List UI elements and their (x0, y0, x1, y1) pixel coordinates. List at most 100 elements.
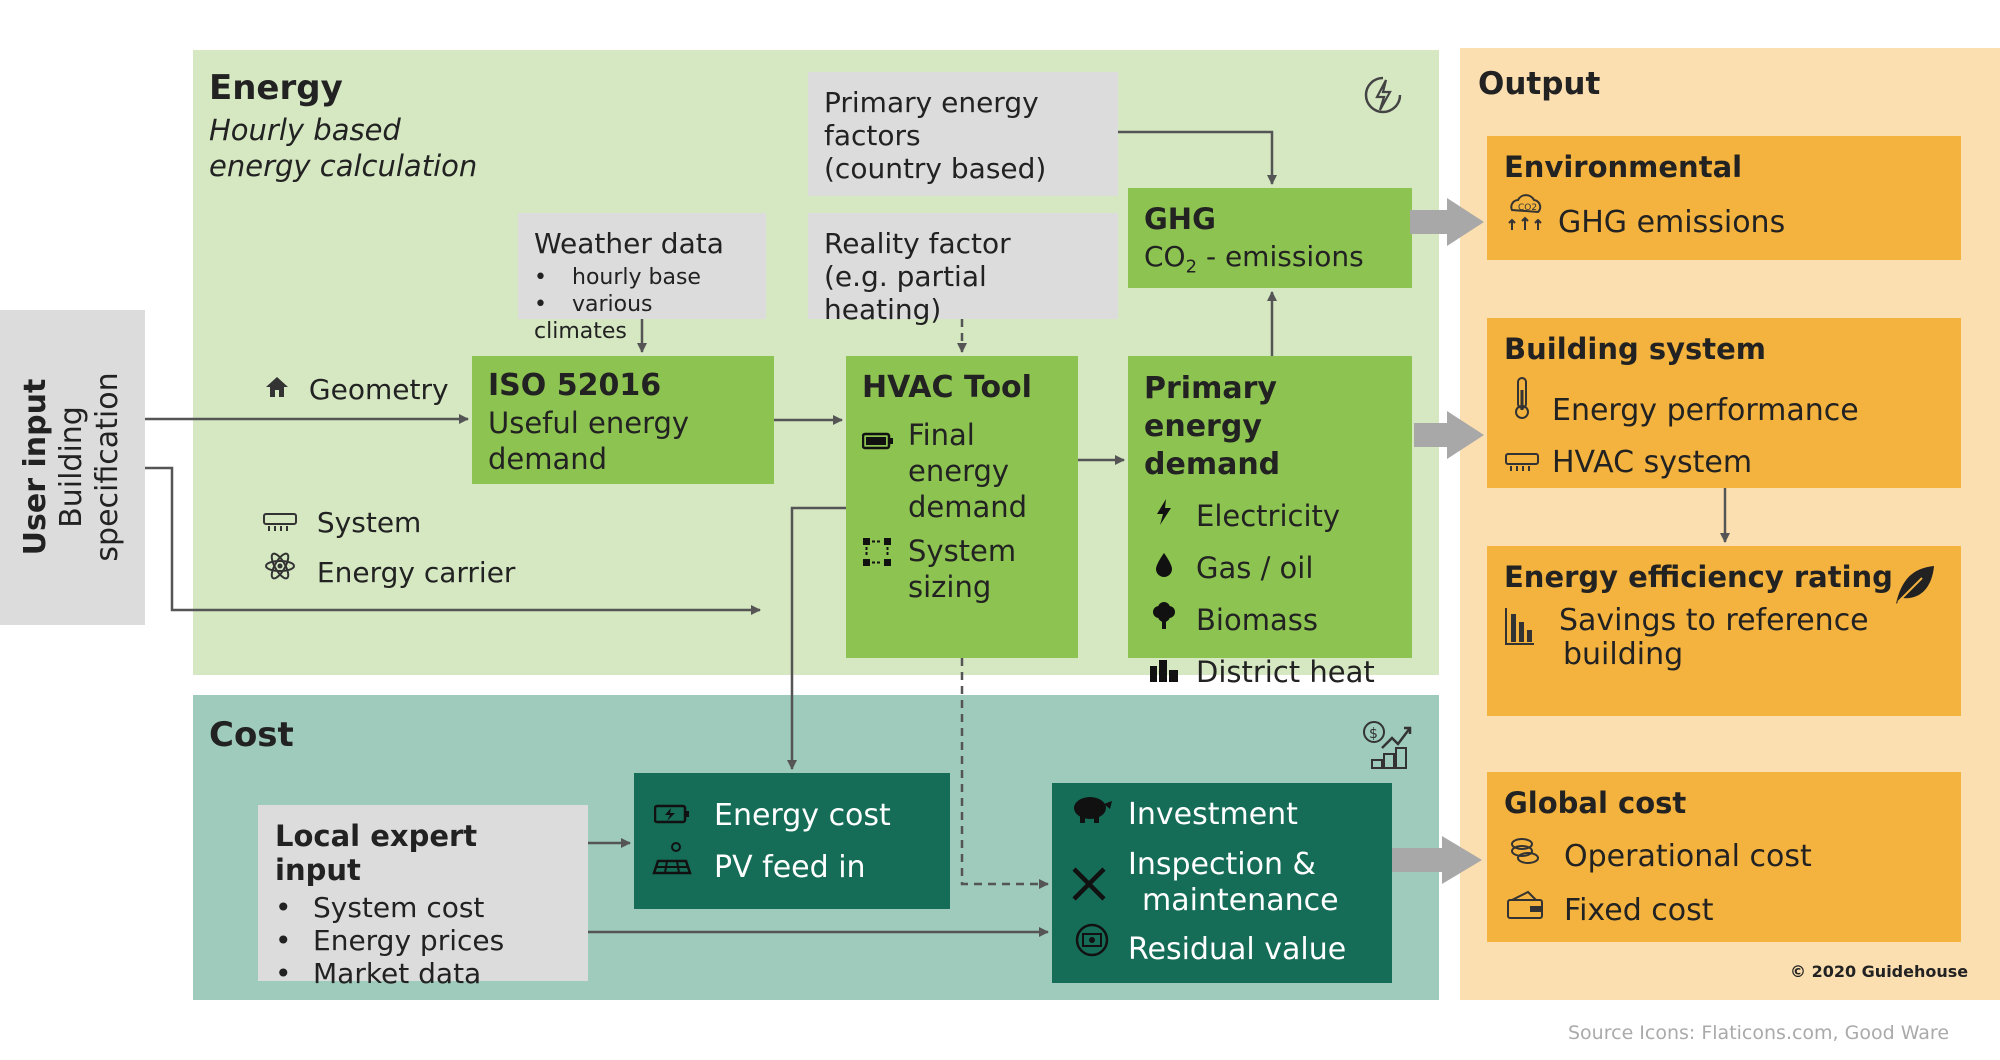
energy-carrier-input: Energy carrier (262, 550, 515, 589)
local-expert-title: Local expert input (275, 819, 478, 887)
rating-title: Energy efficiency rating (1504, 560, 1893, 594)
weather-item: •various climates (534, 292, 653, 344)
battery-icon (861, 423, 894, 459)
demand-item-electricity: Electricity (1144, 490, 1396, 542)
hvac-system-item: HVAC system (1504, 437, 1944, 489)
energy-performance-item: Energy performance (1504, 376, 1944, 437)
operational-cost-item: Operational cost (1504, 830, 1944, 884)
air-conditioner-icon (262, 506, 298, 539)
savings-item: Savings to reference building (1504, 604, 1944, 672)
investment-box: Investment Inspection & maintenance Resi… (1052, 783, 1392, 983)
building-system-title: Building system (1504, 332, 1767, 366)
resize-icon (862, 537, 892, 575)
output-title: Output (1478, 66, 1601, 102)
energy-cost-item: Energy cost (652, 791, 932, 841)
hvac-tool-box: HVAC Tool Final energy demand System siz… (846, 356, 1078, 658)
svg-text:CO2: CO2 (1518, 203, 1537, 213)
geometry-input: Geometry (262, 373, 449, 406)
weather-data-box: Weather data •hourly base •various clima… (518, 213, 766, 344)
primary-factors-line1: Primary energy (824, 86, 1039, 119)
user-input-label: User input (18, 378, 53, 556)
energy-subtitle-line2: energy calculation (209, 149, 478, 183)
tree-icon (1144, 594, 1184, 646)
system-sizing: System sizing (862, 533, 1062, 605)
building-system-box: Building system Energy performance HVAC … (1487, 318, 1961, 488)
primary-energy-demand-box: Primary energy demand Electricity Gas / … (1128, 356, 1412, 689)
reality-factor-box: Reality factor (e.g. partial heating) (808, 213, 1118, 326)
user-input-line2: Building (54, 406, 89, 528)
system-label: System (316, 506, 422, 539)
final-energy-demand: Final energy demand (861, 417, 1062, 525)
primary-factors-line2: factors (824, 119, 921, 152)
local-expert-item: •System cost (275, 891, 485, 924)
iso-title: ISO 52016 (488, 368, 662, 403)
sizing-line1: System (908, 534, 1017, 568)
drop-icon (1144, 542, 1184, 594)
money-growth-icon: $ (1360, 718, 1412, 770)
weather-title: Weather data (534, 227, 724, 260)
source-note: Source Icons: Flaticons.com, Good Ware (1568, 1022, 1950, 1044)
primary-energy-factors-box: Primary energy factors (country based) (808, 72, 1118, 196)
thermometer-icon (1504, 376, 1540, 437)
tools-icon (1070, 865, 1108, 912)
atom-icon (262, 550, 298, 589)
energy-title: Energy (209, 68, 343, 108)
piggy-bank-icon (1070, 791, 1114, 839)
demand-item-gas-oil: Gas / oil (1144, 542, 1396, 594)
primary-factors-line3: (country based) (824, 152, 1047, 185)
final-line1: Final (908, 418, 975, 452)
house-icon (262, 373, 292, 406)
global-cost-title: Global cost (1504, 786, 1687, 820)
investment-item: Investment (1070, 791, 1374, 839)
wallet-icon (1504, 884, 1546, 938)
svg-text:$: $ (1369, 726, 1378, 742)
solar-panel-icon (652, 841, 692, 893)
final-line3: demand (908, 490, 1028, 524)
local-expert-item: •Energy prices (275, 924, 505, 957)
user-input-line3: specification (90, 372, 125, 562)
primary-demand-title-line2: demand (1144, 447, 1281, 482)
refund-icon (1070, 921, 1114, 974)
system-input: System (262, 506, 421, 539)
fixed-cost-item: Fixed cost (1504, 884, 1944, 938)
bar-chart-icon (1504, 606, 1536, 654)
iso-line1: Useful energy (488, 406, 690, 440)
primary-demand-title-line1: Primary energy (1144, 371, 1277, 444)
iso-52016-box: ISO 52016 Useful energy demand (472, 356, 774, 484)
demand-item-biomass: Biomass (1144, 594, 1396, 646)
energy-efficiency-rating-box: Energy efficiency rating Savings to refe… (1487, 546, 1961, 716)
ghg-title: GHG (1144, 202, 1216, 236)
inspection-item: Inspection & maintenance (1070, 847, 1374, 919)
reality-factor-line2: (e.g. partial heating) (824, 260, 987, 326)
co2-cloud-icon: CO2 (1504, 192, 1546, 240)
sizing-line2: sizing (908, 570, 992, 604)
energy-cycle-icon (1360, 72, 1406, 118)
cost-title: Cost (209, 715, 294, 755)
energy-carrier-label: Energy carrier (316, 556, 516, 589)
coins-icon (1504, 830, 1546, 884)
environmental-title: Environmental (1504, 150, 1743, 184)
energy-cost-box: Energy cost PV feed in (634, 773, 950, 909)
final-line2: energy (908, 454, 1010, 488)
residual-value-item: Residual value (1070, 921, 1374, 974)
ghg-box: GHG CO2 - emissions (1128, 188, 1412, 288)
buildings-icon (1144, 646, 1184, 698)
leaf-icon (1892, 562, 1938, 612)
co2-emissions: CO2 - emissions (1144, 240, 1364, 278)
energy-subtitle-line1: Hourly based (209, 113, 401, 147)
global-cost-box: Global cost Operational cost Fixed cost (1487, 772, 1961, 942)
hvac-title: HVAC Tool (862, 370, 1032, 405)
user-input-box: User input Building specification (0, 310, 145, 625)
geometry-label: Geometry (308, 373, 449, 406)
copyright: © 2020 Guidehouse (1790, 962, 1969, 981)
iso-line2: demand (488, 442, 608, 476)
battery-charge-icon (652, 791, 692, 841)
lightning-icon (1144, 490, 1184, 542)
local-expert-item: •Market data (275, 957, 482, 990)
demand-item-district-heat: District heat (1144, 646, 1396, 698)
air-conditioner-icon (1504, 437, 1540, 489)
local-expert-input-box: Local expert input •System cost •Energy … (258, 805, 588, 990)
pv-feed-in-item: PV feed in (652, 841, 932, 893)
reality-factor-line1: Reality factor (824, 227, 1011, 260)
